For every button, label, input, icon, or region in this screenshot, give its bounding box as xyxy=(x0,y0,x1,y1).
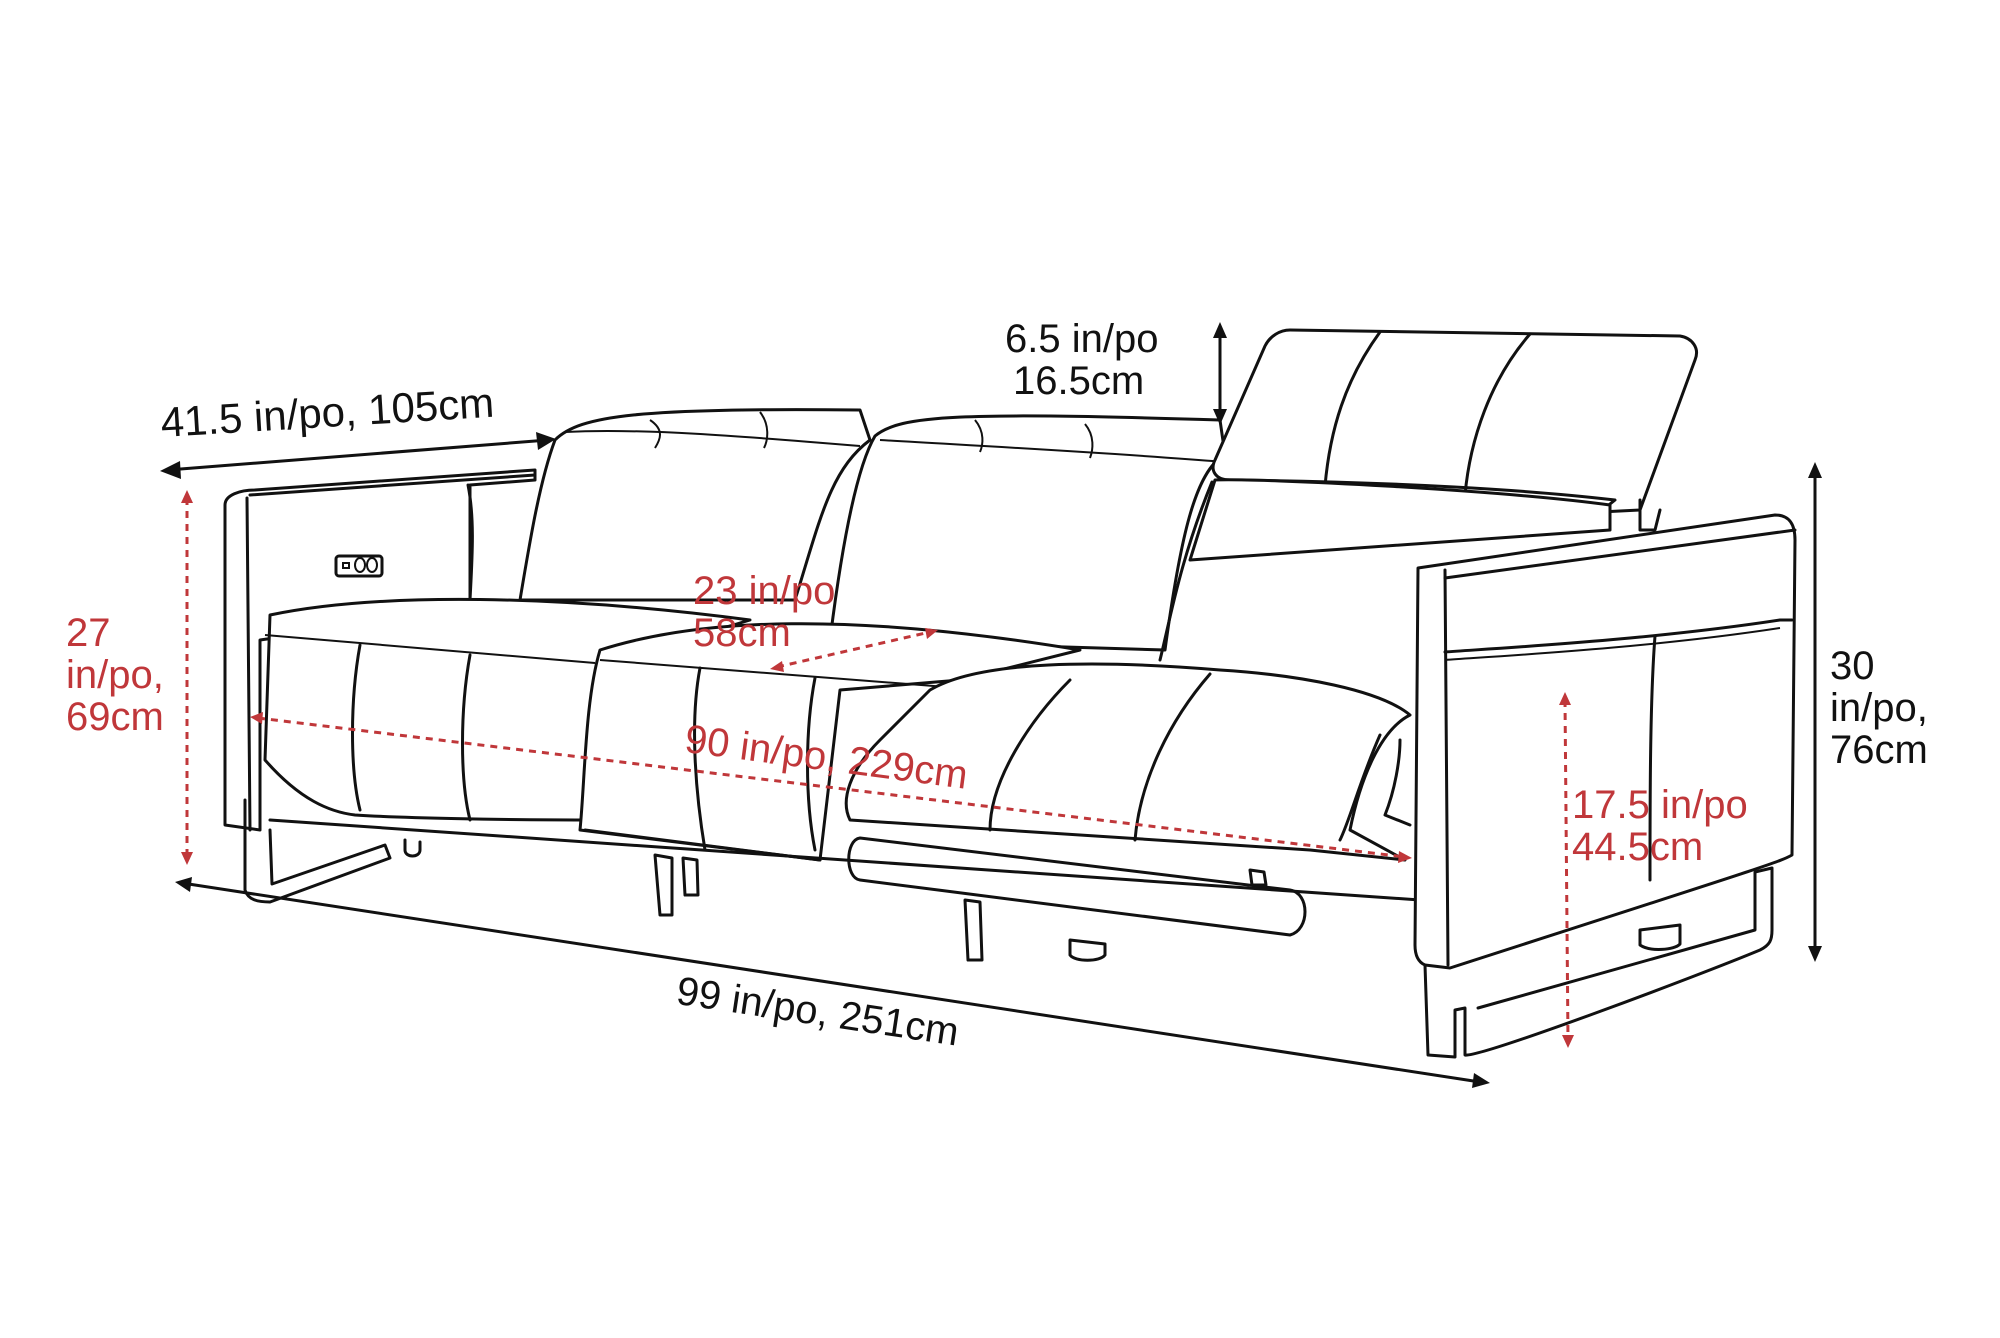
overall-height-value: 30 xyxy=(1830,644,1875,688)
seat-height-inches: 17.5 in/po xyxy=(1572,783,1748,827)
seat-height-label: 17.5 in/po 44.5cm xyxy=(1572,784,1748,868)
arm-height-value: 27 xyxy=(66,611,111,655)
seat-depth-label: 23 in/po 58cm xyxy=(693,570,835,654)
seat-cushions xyxy=(263,597,1082,862)
black-dimension-lines xyxy=(160,322,1822,1088)
headrest-extension-label: 6.5 in/po 16.5cm xyxy=(1005,318,1158,402)
overall-height-cm: 76cm xyxy=(1830,728,1928,772)
depth-dimension-line xyxy=(167,438,549,472)
arm-height-label: 27 in/po, 69cm xyxy=(66,612,164,738)
overall-height-unit: in/po, xyxy=(1830,686,1928,730)
extended-footrest xyxy=(844,662,1412,937)
seat-width-dimension-line xyxy=(257,716,1406,859)
seat-depth-inches: 23 in/po xyxy=(693,569,836,613)
width-dimension-line xyxy=(181,881,1481,1084)
seat-height-cm: 44.5cm xyxy=(1572,825,1704,869)
right-armrest xyxy=(1413,513,1797,1059)
arm-height-cm: 69cm xyxy=(66,695,164,739)
power-control-panel-icon xyxy=(334,554,384,578)
back-cushions xyxy=(518,408,1227,652)
seat-height-dimension-line xyxy=(1563,699,1570,1041)
overall-height-label: 30 in/po, 76cm xyxy=(1830,645,1928,771)
arm-height-unit: in/po, xyxy=(66,653,164,697)
base-and-legs xyxy=(268,818,1422,962)
raised-headrest xyxy=(1158,328,1698,662)
headrest-extension-cm: 16.5cm xyxy=(1013,359,1145,403)
seat-depth-cm: 58cm xyxy=(693,611,791,655)
seat-depth-dimension-line xyxy=(776,630,931,669)
red-dimension-lines xyxy=(181,490,1574,1048)
headrest-extension-inches: 6.5 in/po xyxy=(1005,317,1159,361)
